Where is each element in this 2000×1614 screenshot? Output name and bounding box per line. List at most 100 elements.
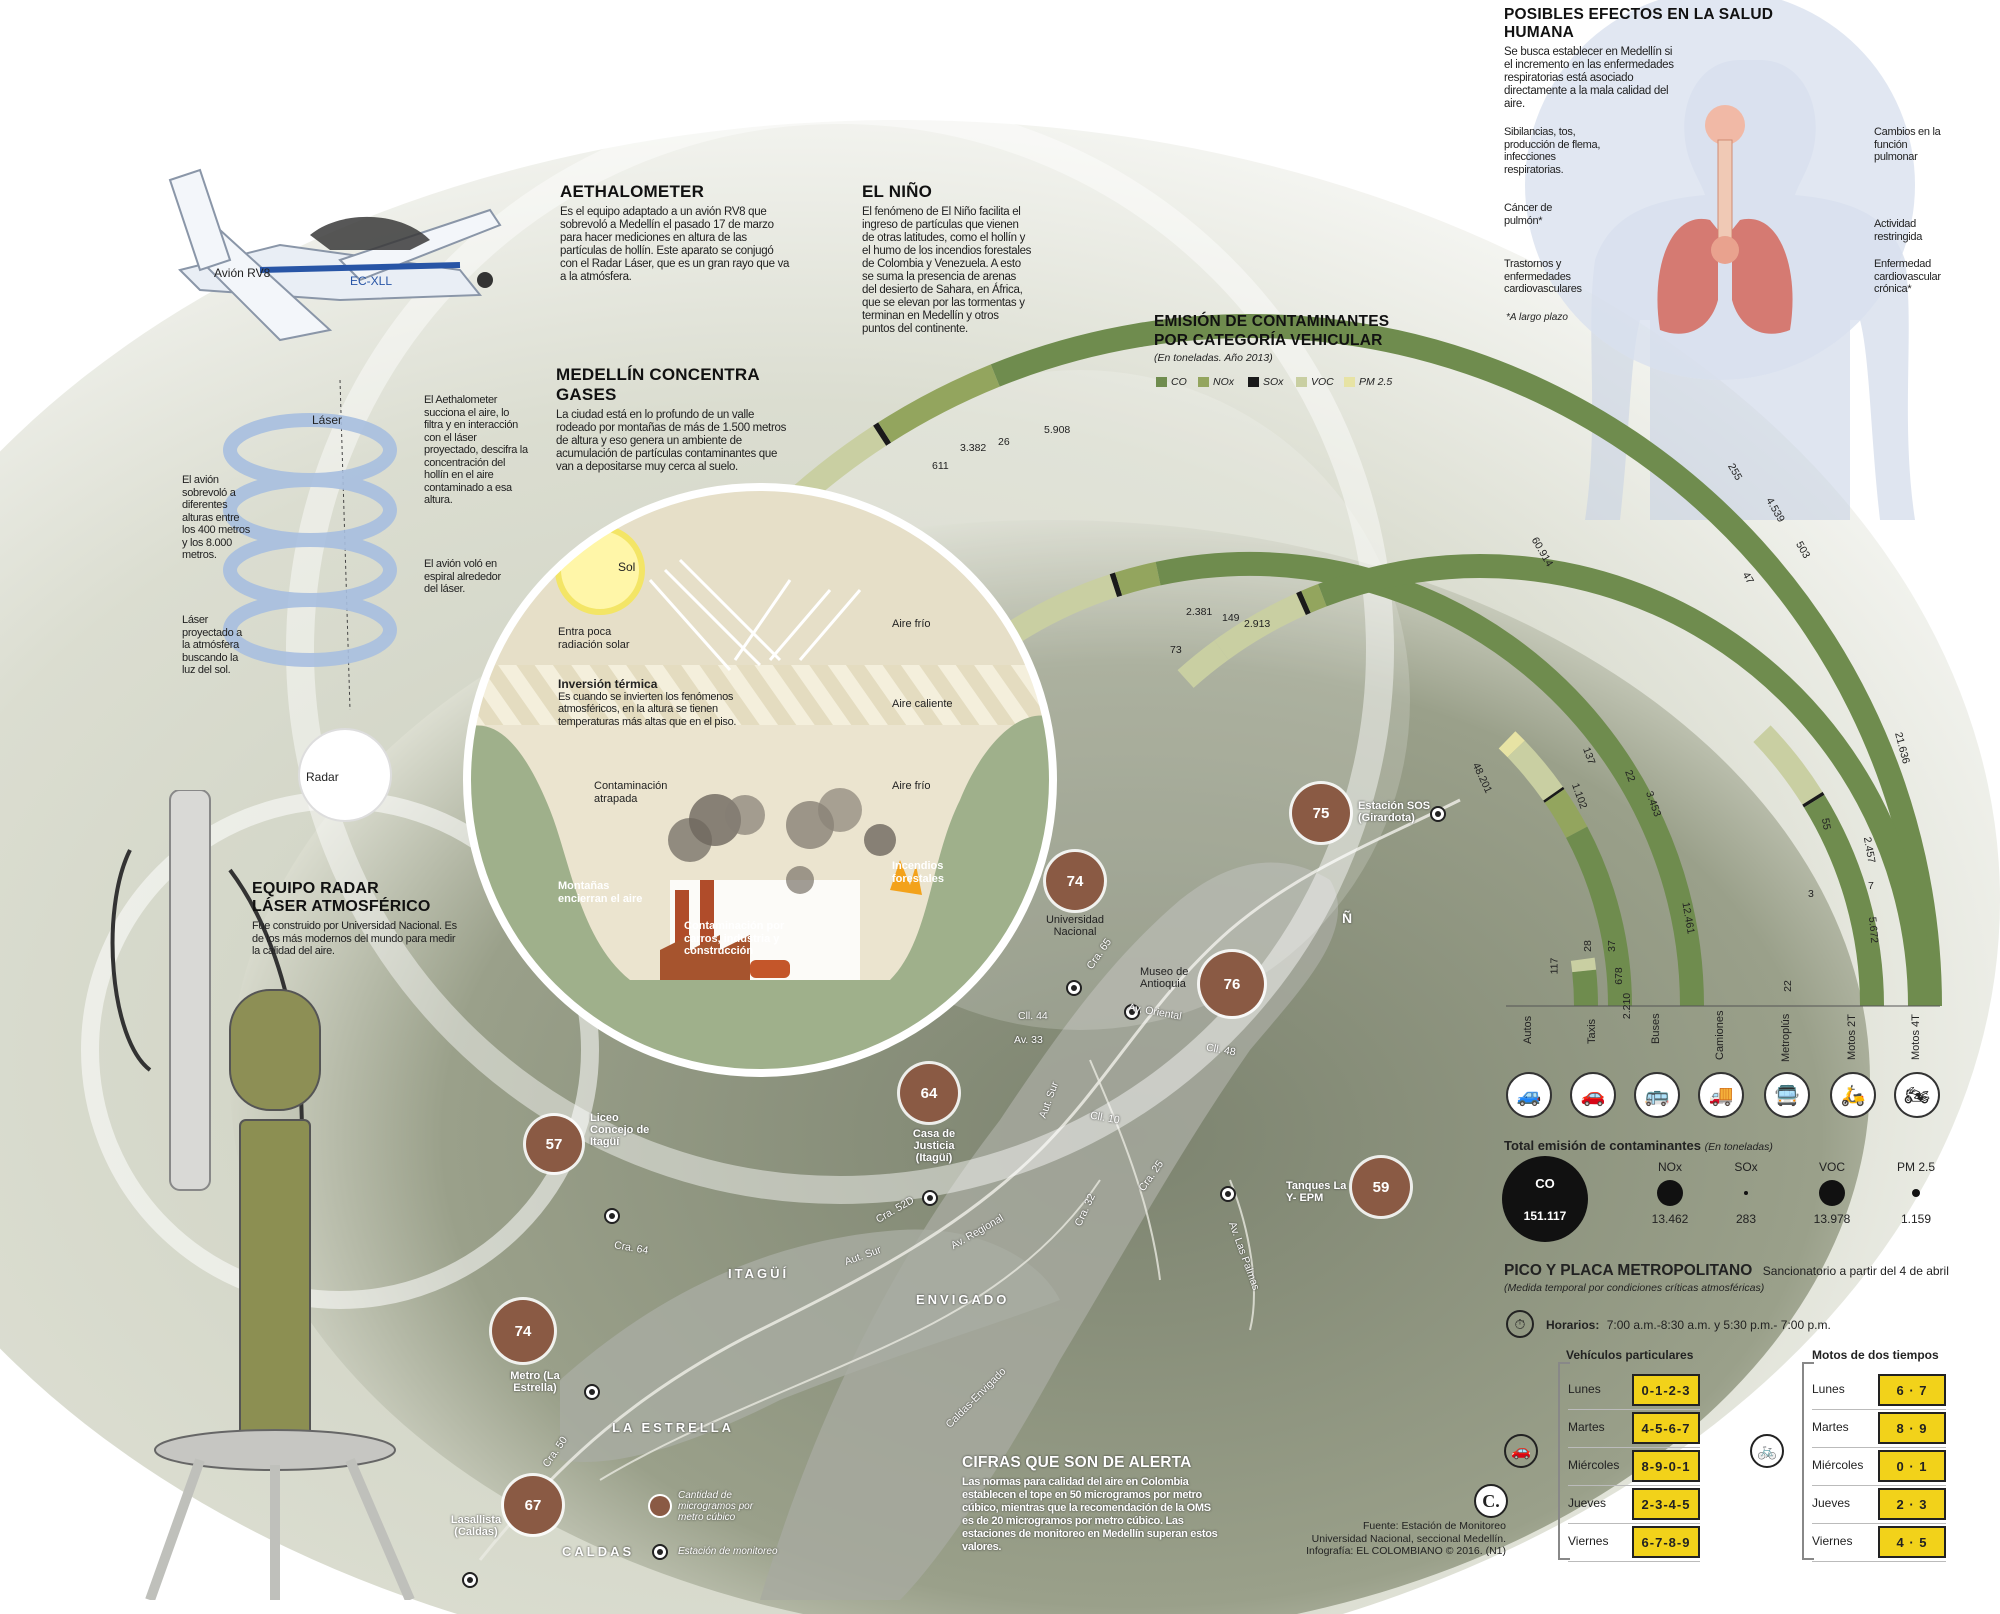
station-liceo-label: Liceo Concejo de Itagüí (590, 1112, 650, 1148)
veh-day-1: Martes (1568, 1420, 1605, 1434)
legend-voc: VOC (1296, 376, 1334, 388)
station-casa-justicia[interactable] (922, 1190, 938, 1206)
credits-line-2: Universidad Nacional, seccional Medellín… (1311, 1532, 1506, 1545)
aethalometer-title: AETHALOMETER (560, 182, 705, 201)
station-unal[interactable] (1066, 980, 1082, 996)
plane-illustration: EC-XLL (168, 168, 502, 342)
nino-title: EL NIÑO (862, 182, 933, 201)
veh-row-line-1 (1568, 1447, 1700, 1448)
moto-side-icon: 🚲 (1750, 1434, 1784, 1468)
moto-day-2: Miércoles (1812, 1458, 1864, 1472)
veh-table-bracket (1558, 1362, 1570, 1560)
arc-autos-co (1155, 552, 1704, 1007)
legend-aq-dot (650, 1496, 670, 1516)
clock-icon: ⏱ (1506, 1310, 1534, 1338)
totals-header: Total emisión de contaminantes (En tonel… (1504, 1138, 1773, 1153)
legend-nox: NOx (1198, 376, 1234, 388)
alert-text: Las normas para calidad del aire en Colo… (962, 1476, 1218, 1553)
veh-plate-4: 6-7-8-9 (1632, 1526, 1700, 1558)
radar-section: EQUIPO RADAR LÁSER ATMOSFÉRICO Fue const… (252, 880, 462, 958)
arc-moto2t-voc (1753, 725, 1823, 805)
cold-air-bottom-label: Aire frío (892, 780, 931, 792)
total-pm-value: 1.159 (1900, 1212, 1932, 1226)
veh-row-line-2 (1568, 1485, 1700, 1486)
legend-station-icon (652, 1544, 668, 1560)
moto-row-line-4 (1812, 1561, 1946, 1562)
spiral-note: El avión voló en espiral alrededor del l… (424, 558, 501, 595)
total-voc: VOC 13.978 (1802, 1160, 1862, 1226)
total-pm-name: PM 2.5 (1896, 1160, 1935, 1174)
inversion-section: Inversión térmica Es cuando se invierten… (558, 678, 758, 728)
cat-metroplus: Metroplús (1780, 1013, 1792, 1062)
arc-moto4t-voc (1177, 640, 1229, 689)
station-metro-estrella-label: Metro (La Estrella) (510, 1370, 560, 1394)
aq-dot-metro-estrella: 74 (492, 1300, 554, 1362)
arc-autos-nox (1114, 561, 1161, 596)
plane-registration: EC-XLL (350, 274, 392, 288)
total-pm: PM 2.5 1.159 (1886, 1160, 1946, 1226)
arc-taxis-voc (1507, 740, 1563, 801)
val-buses-pm: 611 (932, 460, 949, 472)
moto-plate-2: 0 · 1 (1878, 1450, 1946, 1482)
road-av33: Av. 33 (1014, 1034, 1043, 1046)
aq-dot-casa-justicia: 64 (900, 1064, 958, 1122)
emission-title: EMISIÓN DE CONTAMINANTES POR CATEGORÍA V… (1154, 313, 1390, 349)
val-moto2t-sox: 7 (1868, 880, 1874, 892)
moto-row-line-0 (1812, 1409, 1946, 1410)
taxi-icon: 🚗 (1570, 1072, 1616, 1118)
arc-moto2t-sox (1802, 791, 1825, 808)
total-voc-dot (1819, 1180, 1845, 1206)
total-co-name: CO (1535, 1176, 1555, 1191)
cat-autos: Autos (1522, 1015, 1534, 1044)
credits-line-3: Infografía: EL COLOMBIANO © 2016. (N1) (1306, 1545, 1506, 1557)
station-liceo[interactable] (604, 1208, 620, 1224)
health-left-3: Trastornos y enfermedades cardiovascular… (1504, 258, 1582, 295)
arc-small-co (1572, 969, 1598, 1007)
station-museo[interactable] (1124, 1004, 1140, 1020)
total-sox-name: SOx (1734, 1160, 1758, 1174)
arc-taxis-nox (1544, 789, 1588, 839)
emission-subtitle: (En toneladas. Año 2013) (1154, 352, 1273, 364)
station-lasallista-label: Lasallista (Caldas) (450, 1514, 502, 1538)
total-sox-value: 283 (1735, 1212, 1757, 1226)
valley-illustration (463, 483, 1057, 1077)
laser-note: Láser proyectado a la atmósfera buscando… (182, 614, 242, 676)
val-small-1: 117 (1548, 957, 1561, 975)
total-co-value: 151.117 (1523, 1209, 1567, 1223)
pico-header: PICO Y PLACA METROPOLITANO Sancionatorio… (1504, 1262, 1984, 1294)
station-metro-estrella[interactable] (584, 1384, 600, 1400)
aq-dot-unal: 74 (1046, 852, 1104, 910)
radar-title-1: EQUIPO RADAR (252, 880, 379, 897)
val-small-3: 37 (1605, 940, 1618, 952)
val-metroplus: 22 (1781, 980, 1794, 992)
station-lasallista[interactable] (462, 1572, 478, 1588)
health-title: POSIBLES EFECTOS EN LA SALUD HUMANA (1504, 6, 1774, 41)
aq-dot-museo: 76 (1200, 952, 1264, 1016)
hot-air-label: Aire caliente (892, 698, 953, 710)
veh-plate-0: 0-1-2-3 (1632, 1374, 1700, 1406)
val-autos-nox: 2.913 (1244, 618, 1271, 630)
veh-day-0: Lunes (1568, 1382, 1601, 1396)
moto-plate-3: 2 · 3 (1878, 1488, 1946, 1520)
mountains-label: Montañas encierran el aire (558, 880, 643, 905)
lungs-illustration (1657, 105, 1793, 334)
place-itagui: ITAGÜÍ (728, 1266, 790, 1281)
health-left-2: Cáncer de pulmón* (1504, 202, 1553, 227)
cat-camiones: Camiones (1714, 1010, 1726, 1060)
moto-plate-1: 8 · 9 (1878, 1412, 1946, 1444)
entra-label: Entra poca radiación solar (558, 626, 630, 651)
moto-day-4: Viernes (1812, 1534, 1853, 1548)
road-cll44: Cll. 44 (1018, 1010, 1048, 1022)
veh-title: Vehículos particulares (1566, 1348, 1694, 1362)
veh-plate-1: 4-5-6-7 (1632, 1412, 1700, 1444)
motos-table-bracket (1802, 1362, 1814, 1560)
station-tanques[interactable] (1220, 1186, 1236, 1202)
total-sox-dot (1744, 1191, 1748, 1195)
cold-air-top-label: Aire frío (892, 618, 931, 630)
health-note: *A largo plazo (1506, 312, 1568, 323)
station-girardota[interactable] (1430, 806, 1446, 822)
moto-row-line-3 (1812, 1523, 1946, 1524)
val-moto2t-pm: 55 (1818, 817, 1833, 831)
veh-day-3: Jueves (1568, 1496, 1607, 1510)
total-nox-value: 13.462 (1651, 1212, 1689, 1226)
